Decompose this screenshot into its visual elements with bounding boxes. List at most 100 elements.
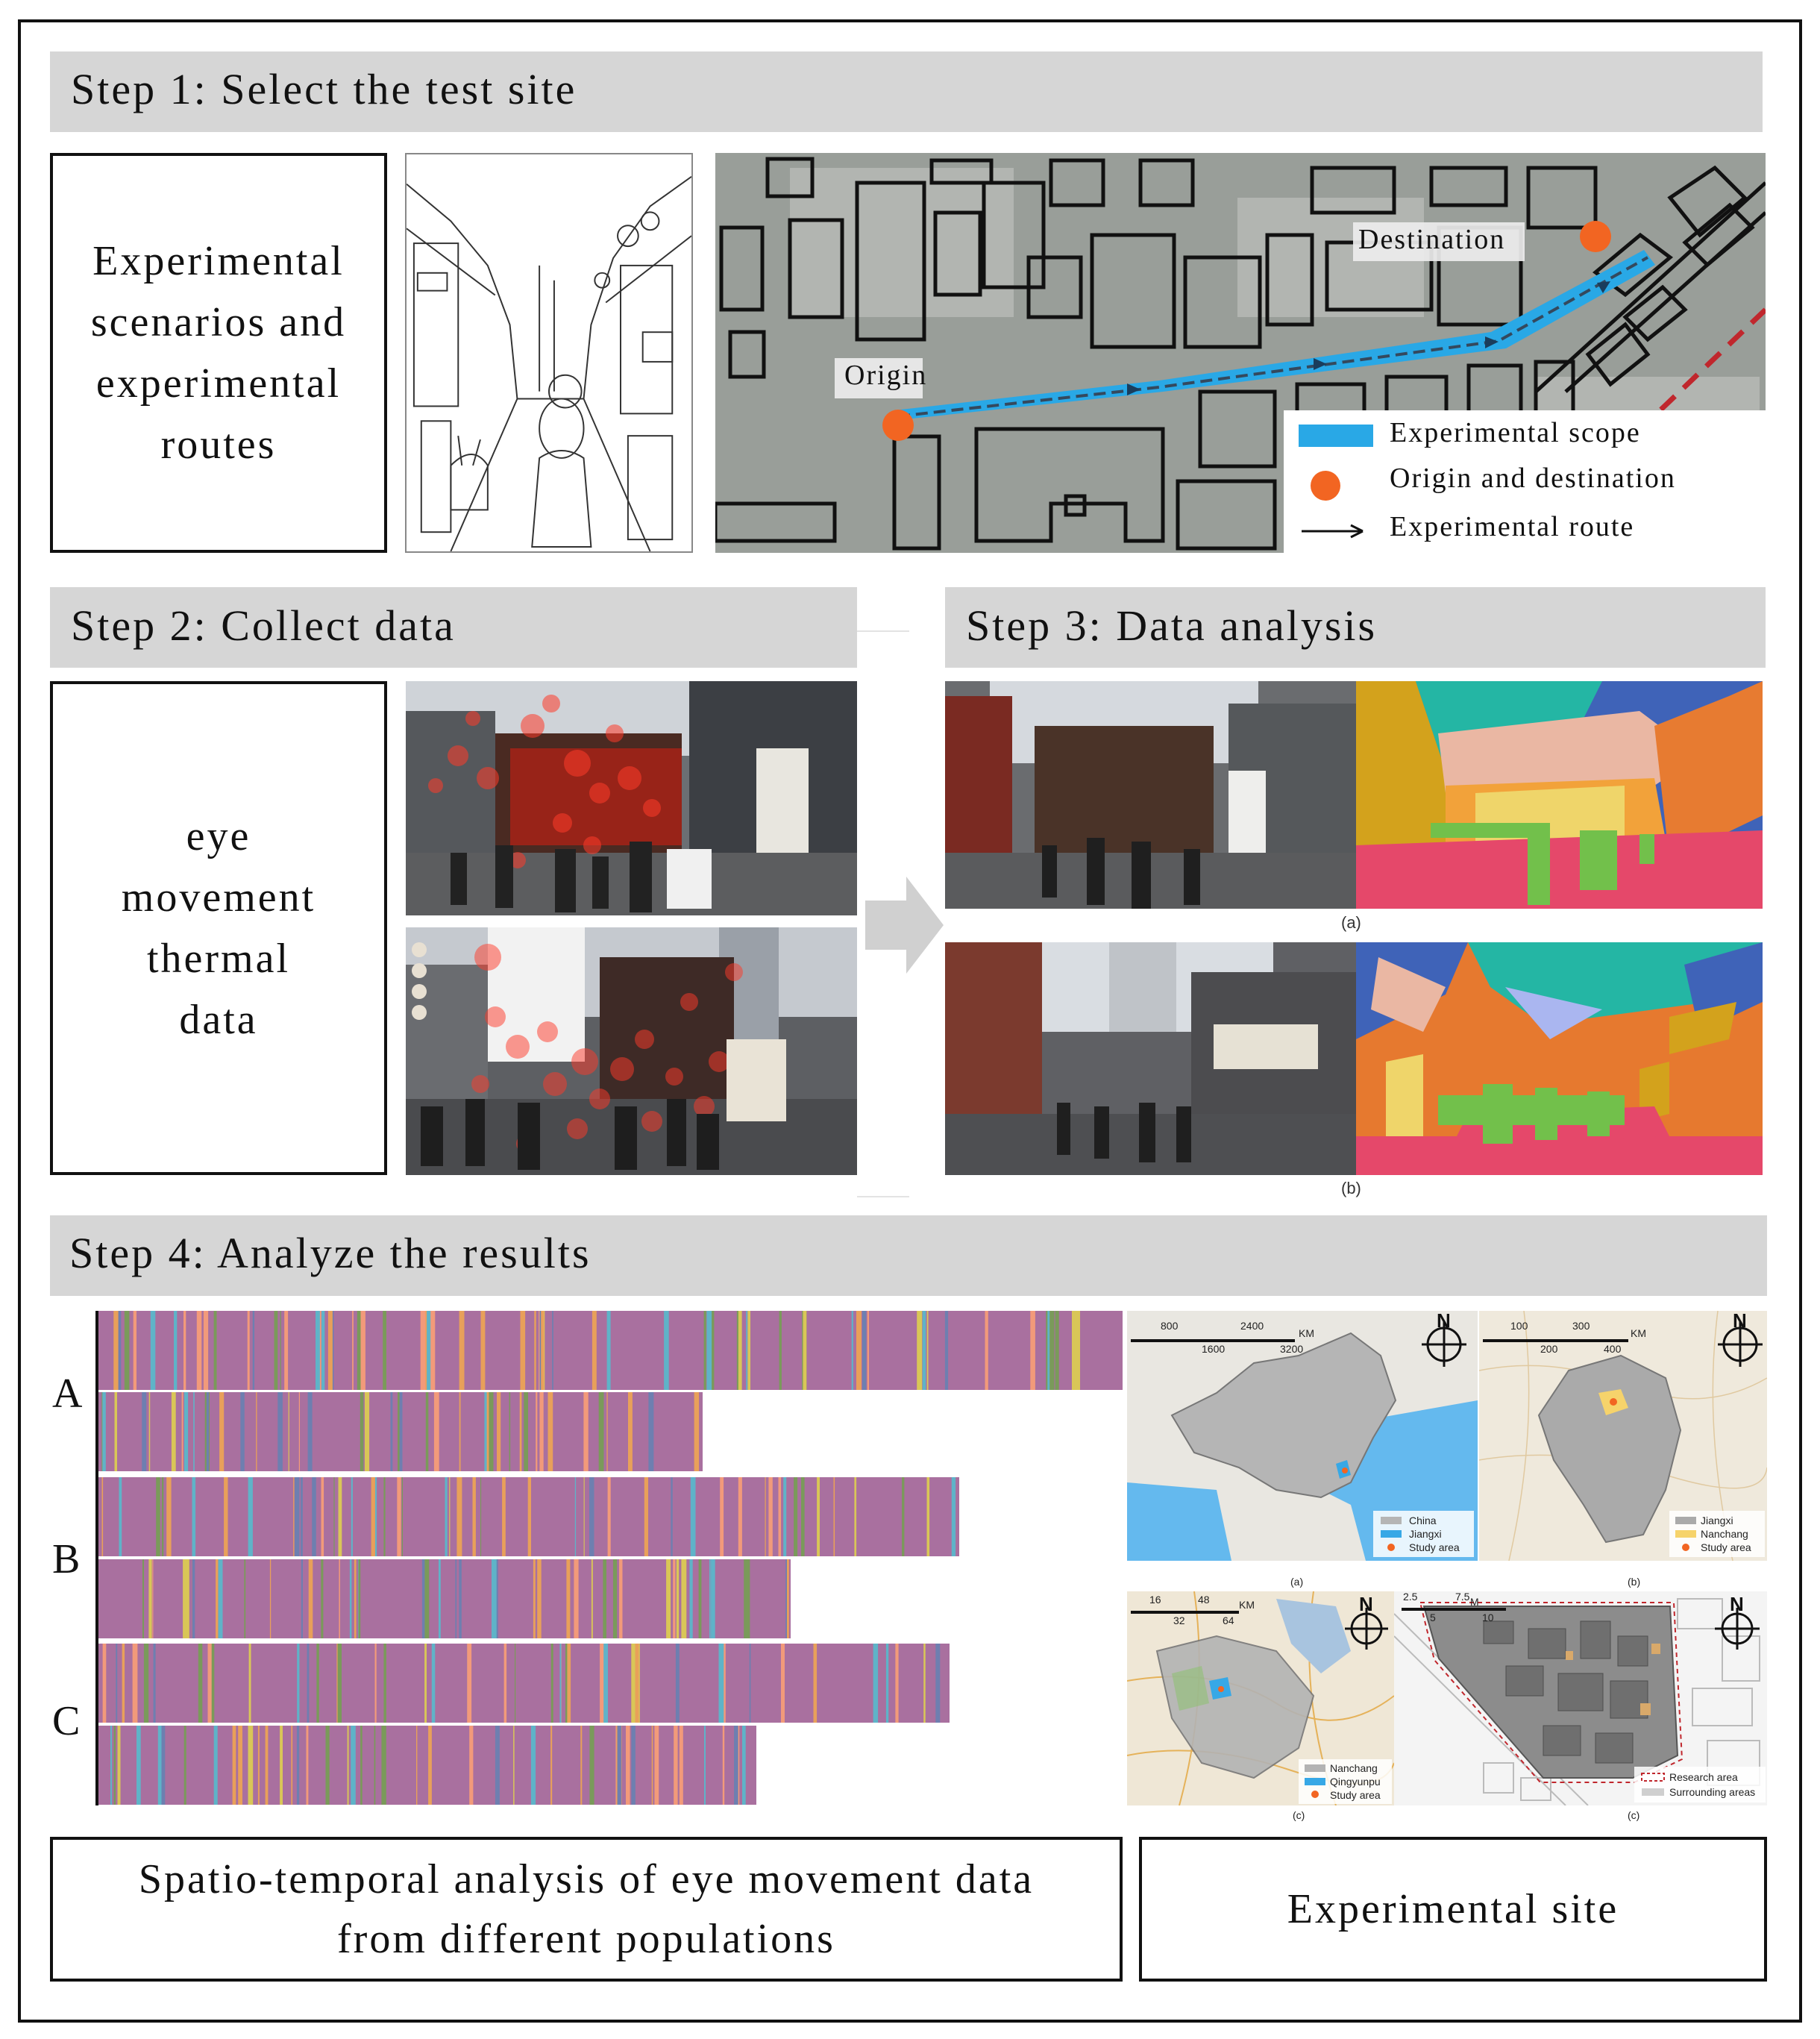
result-stripe [673,1559,676,1638]
result-stripe [351,1726,355,1805]
result-stripe [867,1311,869,1390]
row-label-b: B [52,1536,81,1582]
destination-label: Destination [1358,224,1506,255]
result-stripe [347,1726,349,1805]
result-stripe [676,1559,680,1638]
result-stripe [801,1477,805,1556]
result-stripe [935,1644,941,1723]
result-stripe [113,1311,119,1390]
result-stripe [349,1559,352,1638]
china-map: 800 2400 1600 3200 KM N China Jiangxi St… [1127,1311,1478,1561]
result-stripe [381,1726,386,1805]
step3-title: Step 3: Data analysis [966,601,1378,650]
result-stripe [398,1392,401,1471]
result-stripe [944,1311,949,1390]
result-stripe [421,1559,427,1638]
result-stripe [101,1477,104,1556]
result-stripe [631,1726,636,1805]
result-stripe [530,1726,536,1805]
result-stripe [449,1477,451,1556]
result-stripe [738,1726,740,1805]
result-stripe [671,1477,673,1556]
result-stripe [985,1311,988,1390]
result-stripe [885,1644,889,1723]
street-photo-b [945,942,1356,1175]
result-stripe [550,1726,553,1805]
segmentation-b [1356,942,1763,1175]
result-stripe [132,1644,138,1723]
result-stripe [779,1311,782,1390]
jiangxi-scale-bottom-2: 400 [1604,1343,1622,1355]
result-stripe [480,1477,482,1556]
result-stripe [360,1726,363,1805]
result-stripe [321,1477,324,1556]
result-stripe [524,1392,528,1471]
result-stripe [338,1477,342,1556]
result-stripe [612,1559,618,1638]
result-stripe [284,1311,289,1390]
results-axis [95,1311,98,1805]
result-stripe [550,1644,553,1723]
jiangxi-legend-3: Study area [1701,1541,1751,1553]
step4-title: Step 4: Analyze the results [69,1229,592,1277]
result-stripe [294,1477,300,1556]
step1-title: Step 1: Select the test site [71,65,577,113]
step2-band [50,587,857,668]
result-stripe [445,1477,448,1556]
result-stripe [534,1311,536,1390]
site-legend-2: Surrounding areas [1669,1786,1756,1798]
result-stripe [651,1726,653,1805]
jiangxi-scale-unit: KM [1631,1327,1646,1339]
result-stripe [375,1477,377,1556]
route-map-drawing [715,153,1766,553]
experimental-site-box: Experimental site [1139,1837,1767,1982]
result-stripe [166,1477,172,1556]
result-stripe [583,1477,585,1556]
result-stripe [664,1311,669,1390]
result-stripe [325,1726,330,1805]
result-stripe [926,1477,930,1556]
route-map: Origin Destination Experimental scope Or… [715,153,1766,553]
result-stripe [371,1477,375,1556]
jiangxi-caption: (b) [1628,1576,1641,1588]
nanchang-legend-3: Study area [1330,1789,1381,1801]
china-caption: (a) [1290,1576,1304,1588]
result-stripe [301,1559,303,1638]
result-stripe [203,1311,209,1390]
street-photo-b-drawing [945,942,1356,1175]
result-stripe [316,1311,318,1390]
result-stripe [336,1644,339,1723]
result-stripe [244,1559,246,1638]
result-stripe [1049,1311,1055,1390]
result-stripe [698,1559,702,1638]
jiangxi-scale-top-1: 100 [1510,1320,1528,1332]
result-bar-stripes [98,1311,1123,1390]
result-stripe [489,1392,494,1471]
result-stripe [364,1392,370,1471]
china-legend-1: China [1409,1515,1437,1526]
result-stripe [484,1392,487,1471]
result-stripe [628,1392,633,1471]
nanchang-legend-1: Nanchang [1330,1762,1378,1774]
result-stripe [213,1311,217,1390]
result-stripe [817,1477,820,1556]
result-stripe [689,1559,693,1638]
result-stripe [565,1644,568,1723]
result-stripe [567,1644,571,1723]
result-stripe [472,1477,476,1556]
result-stripe [142,1392,147,1471]
result-stripe [397,1477,401,1556]
result-stripe [256,1392,257,1471]
result-stripe [631,1644,636,1723]
result-stripe [539,1311,542,1390]
result-stripe [749,1644,751,1723]
result-stripe [876,1644,879,1723]
china-scale-unit: KM [1299,1327,1314,1339]
jiangxi-legend-1: Jiangxi [1701,1515,1733,1526]
result-stripe [626,1726,630,1805]
result-stripe [654,1726,659,1805]
result-stripe [307,1392,313,1471]
result-stripe [183,1311,186,1390]
result-stripe [606,1311,611,1390]
result-stripe [360,1392,363,1471]
